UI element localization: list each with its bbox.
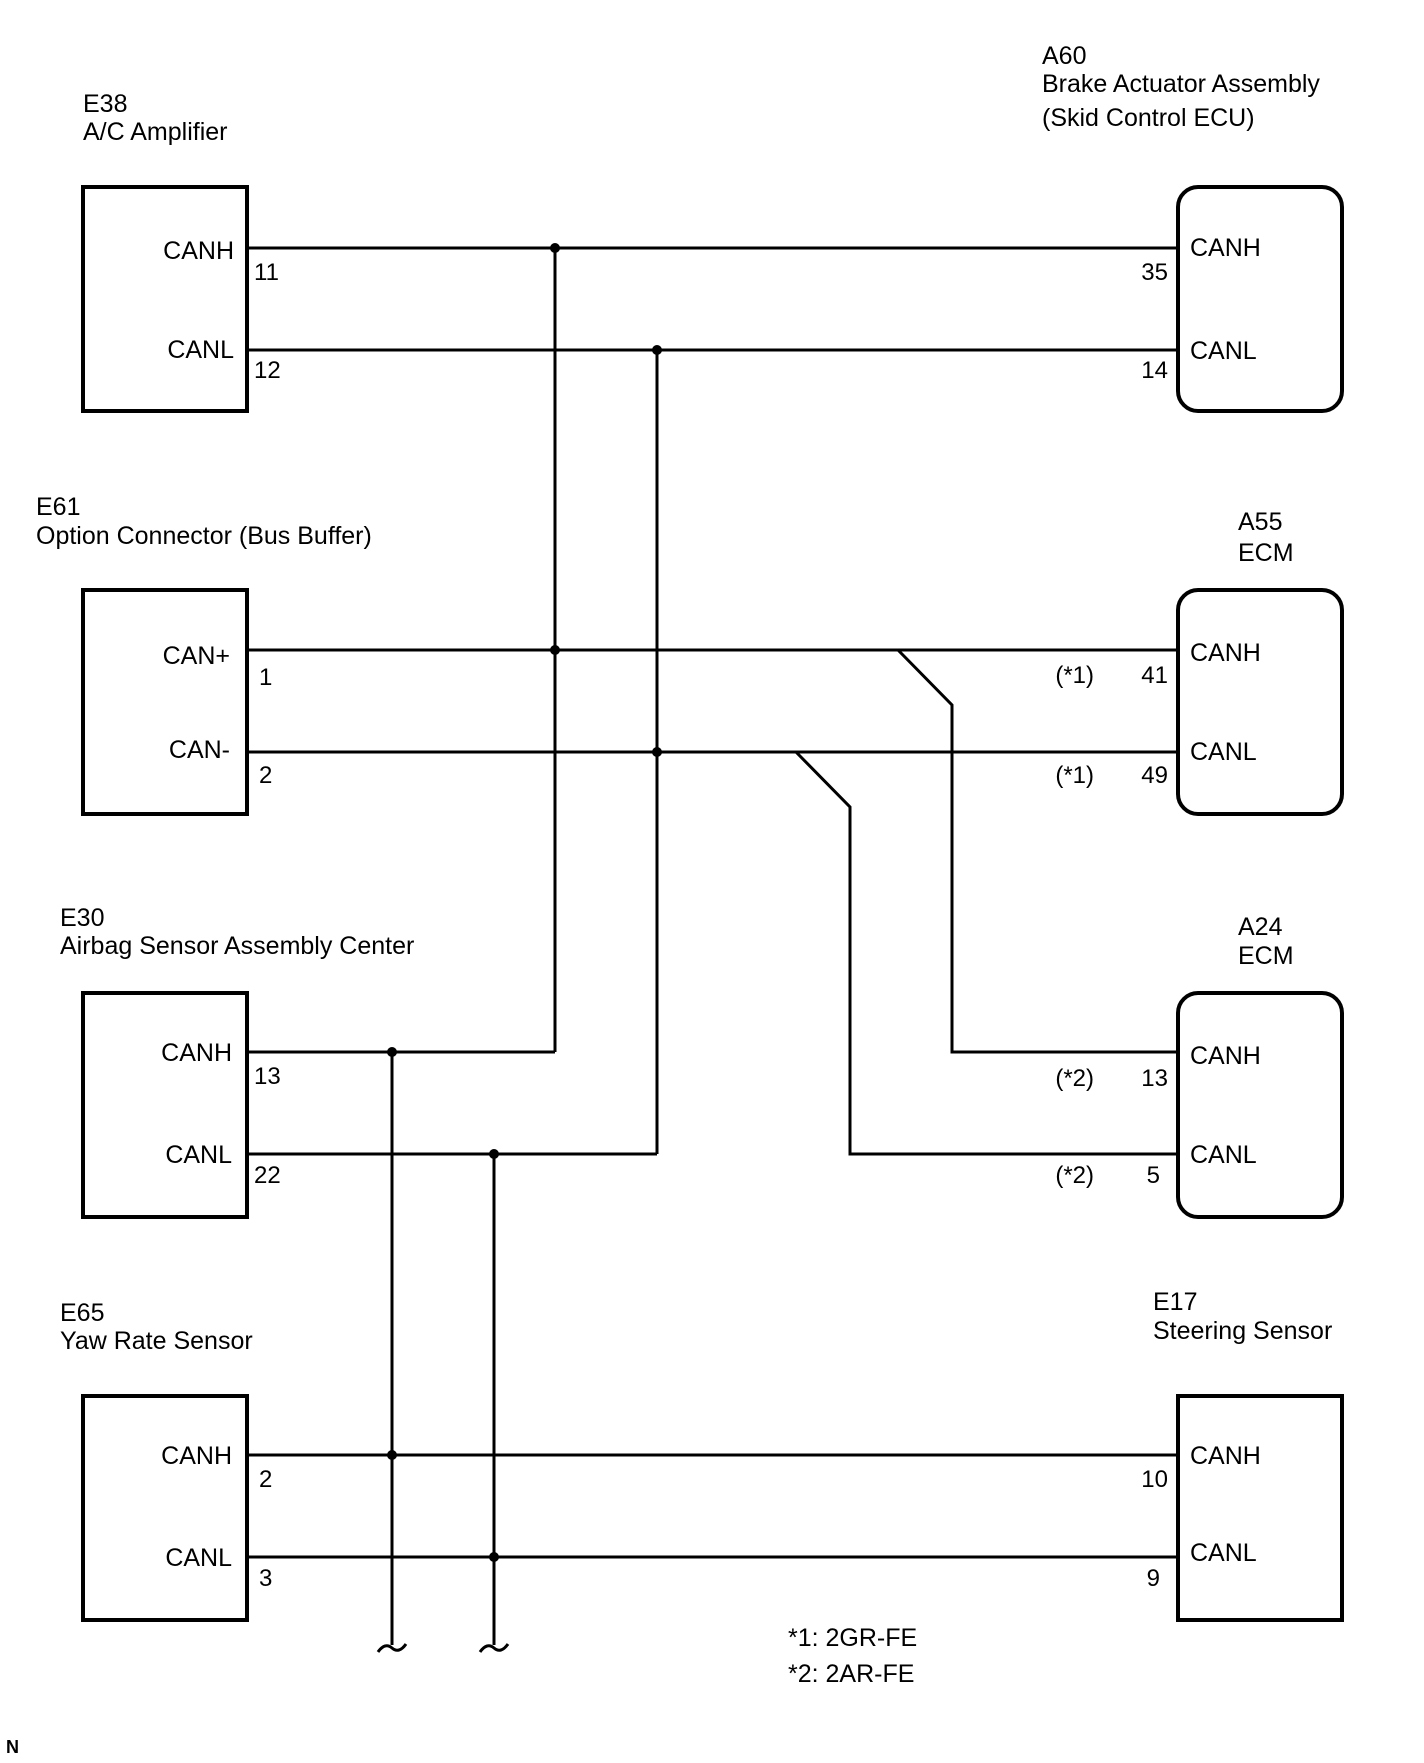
- a55-pin-label-canh: CANH: [1190, 639, 1261, 667]
- e17-name: Steering Sensor: [1153, 1317, 1332, 1345]
- corner-mark: N: [6, 1737, 19, 1757]
- wire-canh-branch-a24: [896, 648, 1178, 1054]
- e30-box: [81, 991, 249, 1219]
- e38-code: E38: [83, 90, 127, 118]
- e65-pin-label-canh: CANH: [161, 1442, 232, 1470]
- e61-code: E61: [36, 493, 80, 521]
- e38-pin-number-canl: 12: [254, 357, 281, 384]
- a55-pin-note-canh: (*1): [1055, 662, 1094, 689]
- a55-pin-note-canl: (*1): [1055, 762, 1094, 789]
- e17-box: [1176, 1394, 1344, 1622]
- e38-box: [81, 185, 249, 413]
- a60-pin-label-canl: CANL: [1190, 337, 1257, 365]
- e30-pin-number-canh: 13: [254, 1063, 281, 1090]
- a24-pin-number-canl: 5: [1147, 1162, 1160, 1189]
- footnote-1: *1: 2GR-FE: [788, 1624, 917, 1652]
- a60-name: Brake Actuator Assembly: [1042, 70, 1320, 98]
- e61-pin-number-canh: 1: [259, 664, 272, 691]
- junction-dot: [387, 1450, 397, 1460]
- a24-pin-number-canh: 13: [1141, 1065, 1168, 1092]
- e17-pin-number-canh: 10: [1141, 1466, 1168, 1493]
- a55-name: ECM: [1238, 539, 1294, 567]
- e65-pin-label-canl: CANL: [165, 1544, 232, 1572]
- e38-pin-label-canl: CANL: [167, 336, 234, 364]
- a60-pin-number-canh: 35: [1141, 259, 1168, 286]
- e65-code: E65: [60, 1299, 104, 1327]
- junction-dot: [550, 645, 560, 655]
- a55-pin-label-canl: CANL: [1190, 738, 1257, 766]
- e30-pin-label-canl: CANL: [165, 1141, 232, 1169]
- continuation-mark-canl: [478, 1643, 510, 1653]
- e30-pin-number-canl: 22: [254, 1162, 281, 1189]
- a24-pin-note-canl: (*2): [1055, 1162, 1094, 1189]
- a24-code: A24: [1238, 913, 1283, 941]
- a60-pin-label-canh: CANH: [1190, 234, 1261, 262]
- e61-pin-label-canl: CAN-: [169, 736, 230, 764]
- footnote-2: *2: 2AR-FE: [788, 1660, 914, 1688]
- e61-box: [81, 588, 249, 816]
- junction-dot: [652, 747, 662, 757]
- a55-code: A55: [1238, 508, 1282, 536]
- e30-code: E30: [60, 904, 104, 932]
- e17-pin-label-canh: CANH: [1190, 1442, 1261, 1470]
- a60-box: [1176, 185, 1344, 413]
- wire-canl-branch-a24: [794, 750, 1178, 1156]
- junction-dot: [387, 1047, 397, 1057]
- e30-pin-label-canh: CANH: [161, 1039, 232, 1067]
- e30-name: Airbag Sensor Assembly Center: [60, 932, 414, 960]
- a60-pin-number-canl: 14: [1141, 357, 1168, 384]
- a55-pin-number-canl: 49: [1141, 762, 1168, 789]
- continuation-mark-canh: [376, 1643, 408, 1653]
- junction-dot: [489, 1149, 499, 1159]
- a60-code: A60: [1042, 42, 1086, 70]
- a55-box: [1176, 588, 1344, 816]
- a55-pin-number-canh: 41: [1141, 662, 1168, 689]
- e17-pin-number-canl: 9: [1147, 1565, 1160, 1592]
- e65-box: [81, 1394, 249, 1622]
- e65-pin-number-canh: 2: [259, 1466, 272, 1493]
- a24-box: [1176, 991, 1344, 1219]
- e65-name: Yaw Rate Sensor: [60, 1327, 253, 1355]
- e61-pin-label-canh: CAN+: [163, 642, 230, 670]
- a24-pin-note-canh: (*2): [1055, 1065, 1094, 1092]
- a24-pin-label-canl: CANL: [1190, 1141, 1257, 1169]
- a24-pin-label-canh: CANH: [1190, 1042, 1261, 1070]
- a60-name-line2: (Skid Control ECU): [1042, 104, 1255, 132]
- e61-name: Option Connector (Bus Buffer): [36, 522, 372, 550]
- e17-pin-label-canl: CANL: [1190, 1539, 1257, 1567]
- e17-code: E17: [1153, 1288, 1197, 1316]
- junction-dot: [652, 345, 662, 355]
- junction-dot: [550, 243, 560, 253]
- a24-name: ECM: [1238, 942, 1294, 970]
- junction-dot: [489, 1552, 499, 1562]
- e61-pin-number-canl: 2: [259, 762, 272, 789]
- e38-pin-label-canh: CANH: [163, 237, 234, 265]
- e65-pin-number-canl: 3: [259, 1565, 272, 1592]
- e38-name: A/C Amplifier: [83, 118, 227, 146]
- e38-pin-number-canh: 11: [254, 259, 279, 286]
